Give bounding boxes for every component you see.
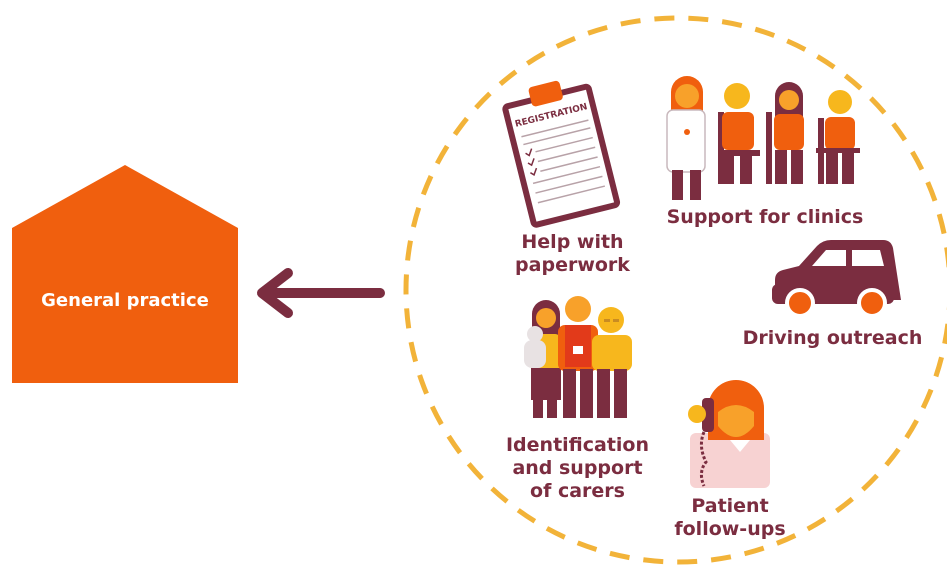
- carers-label-line: of carers: [530, 480, 625, 502]
- seated-patient-figure: [718, 83, 760, 184]
- general-practice-label: General practice: [41, 290, 209, 311]
- general-practice-house-icon: [12, 165, 238, 383]
- paperwork-label-line: Help with: [521, 231, 624, 253]
- clinics-label: Support for clinics: [666, 206, 864, 228]
- services-circle: [403, 15, 947, 565]
- phone-call-icon: [688, 380, 770, 488]
- carers-label-line: Identification: [505, 434, 650, 456]
- followups-label-line: follow-ups: [674, 518, 786, 540]
- car-icon: [772, 240, 901, 318]
- wheelchair-patient-figure: [816, 90, 860, 184]
- arrow-left-icon: [257, 268, 385, 318]
- family-icon: [524, 296, 632, 418]
- followups-label: Patient follow-ups: [655, 495, 805, 541]
- carers-label-line: and support: [512, 457, 643, 479]
- driving-label: Driving outreach: [742, 327, 923, 349]
- clipboard-icon: REGISTRATION: [502, 80, 621, 228]
- followups-label-line: Patient: [691, 495, 769, 517]
- doctor-figure: [666, 76, 706, 200]
- seated-patient-figure: [766, 82, 804, 184]
- carers-label: Identification and support of carers: [485, 434, 670, 503]
- paperwork-label-line: paperwork: [515, 254, 630, 276]
- people-group-icon: [666, 76, 860, 200]
- paperwork-label: Help with paperwork: [500, 231, 645, 277]
